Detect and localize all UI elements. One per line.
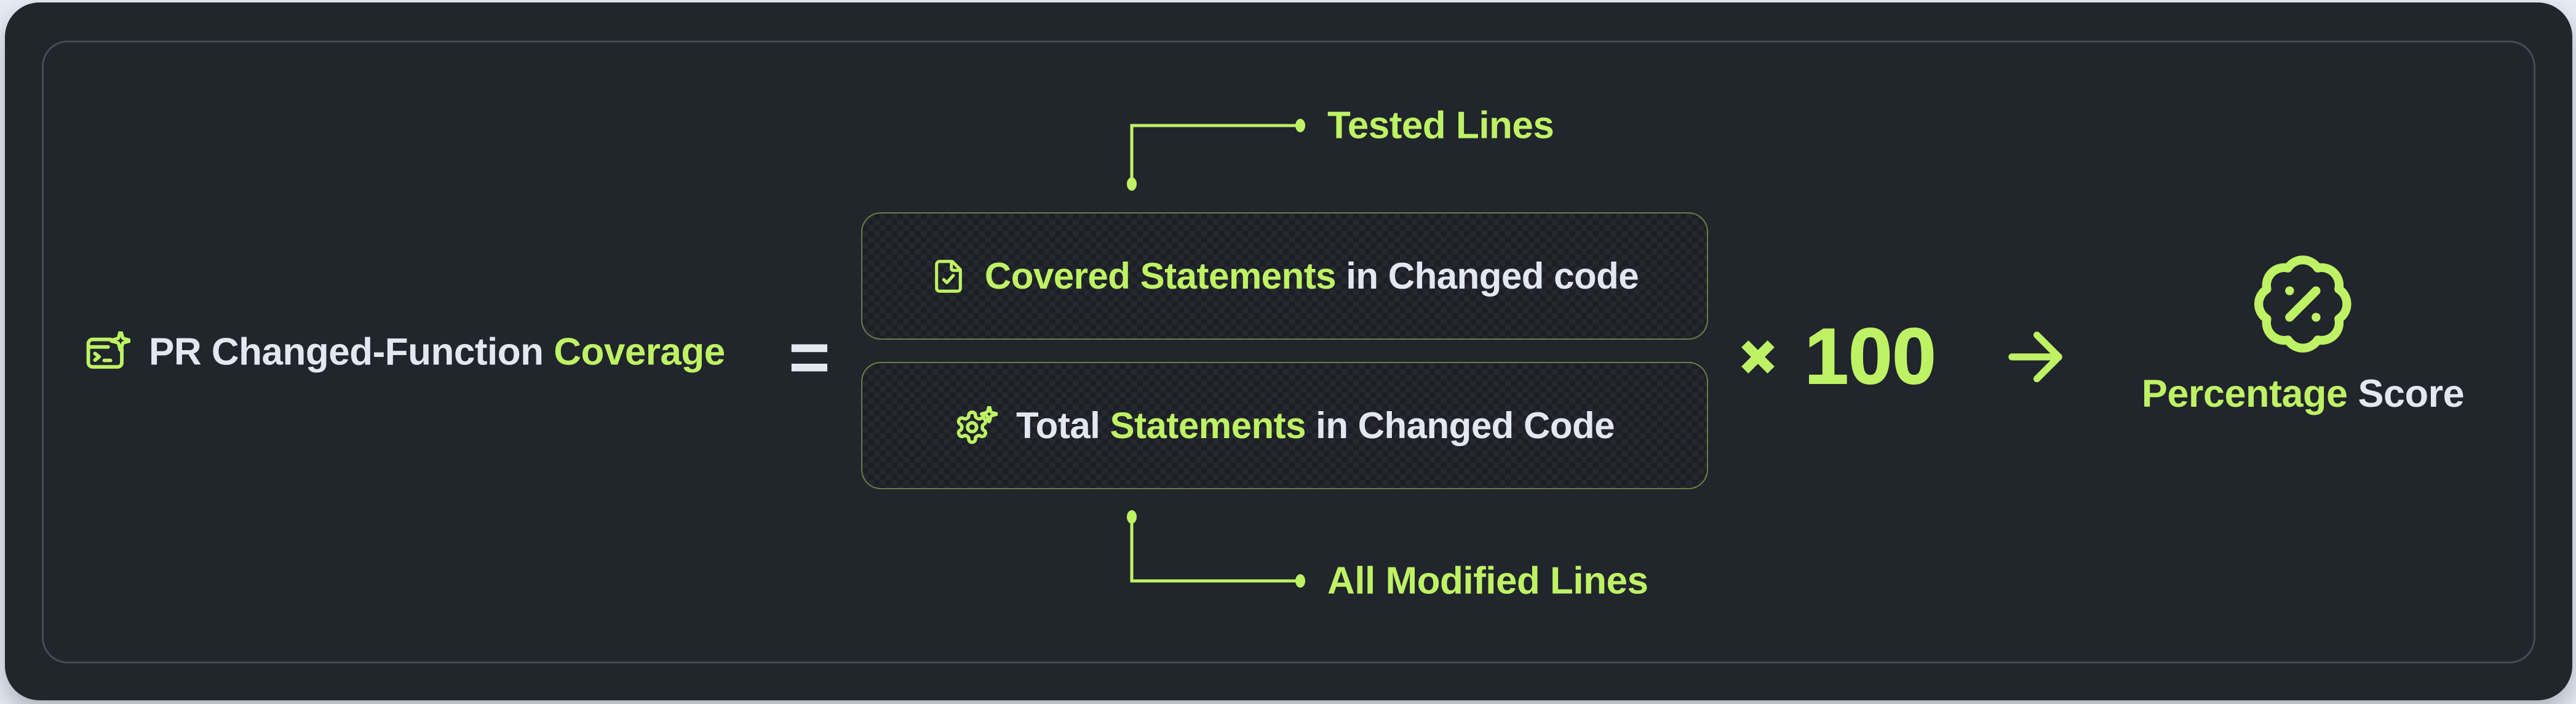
numerator-callout-label: Tested Lines [1327, 104, 1554, 147]
numerator-rest: in Changed code [1346, 255, 1639, 297]
denominator-prefix: Total [1016, 405, 1100, 446]
multiplier: 100 [1737, 313, 1937, 401]
denominator-callout-label: All Modified Lines [1327, 559, 1648, 602]
title-prefix: PR Changed-Function [149, 330, 544, 374]
gear-sparkle-icon [955, 406, 998, 446]
denominator-highlight: Statements [1110, 405, 1306, 446]
title-highlight: Coverage [554, 330, 725, 374]
equals-sign: = [789, 317, 830, 397]
badge-percent-icon [2250, 251, 2356, 357]
result-highlight: Percentage [2141, 372, 2348, 415]
denominator-rest: in Changed Code [1316, 405, 1615, 446]
arrow-right-icon [1998, 319, 2073, 394]
multiply-icon [1737, 336, 1779, 378]
multiplier-value: 100 [1804, 313, 1937, 401]
file-check-icon [931, 258, 966, 294]
terminal-sparkle-icon [85, 331, 130, 373]
result-rest: Score [2358, 372, 2465, 415]
diagram-card [5, 2, 2572, 700]
inner-panel [42, 41, 2535, 663]
numerator-highlight: Covered Statements [984, 255, 1337, 297]
